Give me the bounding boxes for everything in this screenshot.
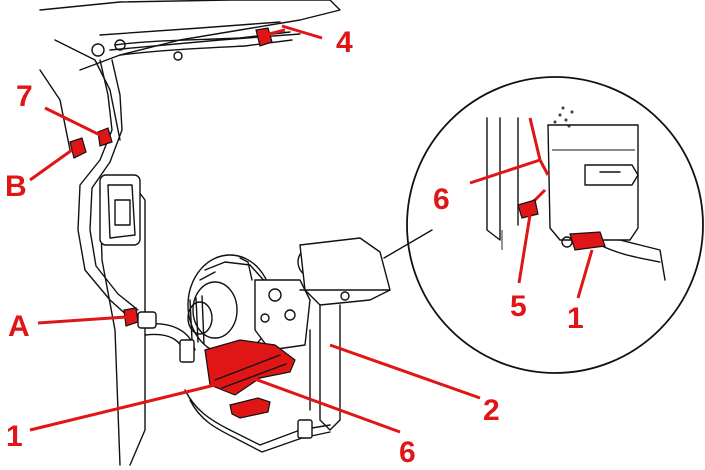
detail-inset bbox=[383, 76, 704, 374]
clip-part-4 bbox=[255, 27, 273, 47]
callout-labels: 4 7 B A 1 2 6 6 5 1 bbox=[5, 26, 584, 469]
clip-part-B bbox=[69, 137, 87, 159]
callout-1-main: 1 bbox=[6, 420, 23, 453]
textured-surface bbox=[553, 106, 574, 128]
callout-7: 7 bbox=[16, 80, 33, 113]
leader-A bbox=[37, 315, 127, 325]
clip-part-5 bbox=[517, 199, 539, 219]
leader-7 bbox=[44, 106, 101, 137]
leader-B bbox=[29, 148, 73, 182]
body-structure bbox=[39, 0, 341, 466]
leader-4 bbox=[281, 24, 323, 40]
callout-A: A bbox=[8, 310, 30, 343]
reservoir-bracket bbox=[297, 237, 391, 431]
callout-1-detail: 1 bbox=[567, 302, 584, 335]
connector-part-1-main bbox=[229, 397, 271, 419]
connector-part-1-detail bbox=[569, 231, 606, 251]
callout-2: 2 bbox=[483, 394, 500, 427]
clip-part-A bbox=[123, 307, 139, 327]
hose-clamp-part-6-main bbox=[204, 339, 296, 396]
lower-hoses bbox=[137, 311, 331, 453]
leader-lines bbox=[29, 24, 594, 434]
highlighted-parts-main bbox=[69, 27, 296, 419]
leader-6-main bbox=[251, 376, 401, 434]
leader-2 bbox=[329, 343, 481, 400]
callout-6-main: 6 bbox=[399, 436, 416, 469]
leader-1-main bbox=[29, 383, 216, 432]
callout-5: 5 bbox=[510, 290, 527, 323]
compressor-assembly bbox=[187, 254, 311, 356]
callout-4: 4 bbox=[336, 26, 353, 59]
clip-part-7 bbox=[97, 127, 113, 147]
leader-1-detail bbox=[576, 249, 594, 299]
callout-B: B bbox=[5, 170, 27, 203]
callout-6-detail: 6 bbox=[433, 183, 450, 216]
leader-6-detail bbox=[469, 158, 541, 185]
leader-5 bbox=[517, 214, 532, 284]
